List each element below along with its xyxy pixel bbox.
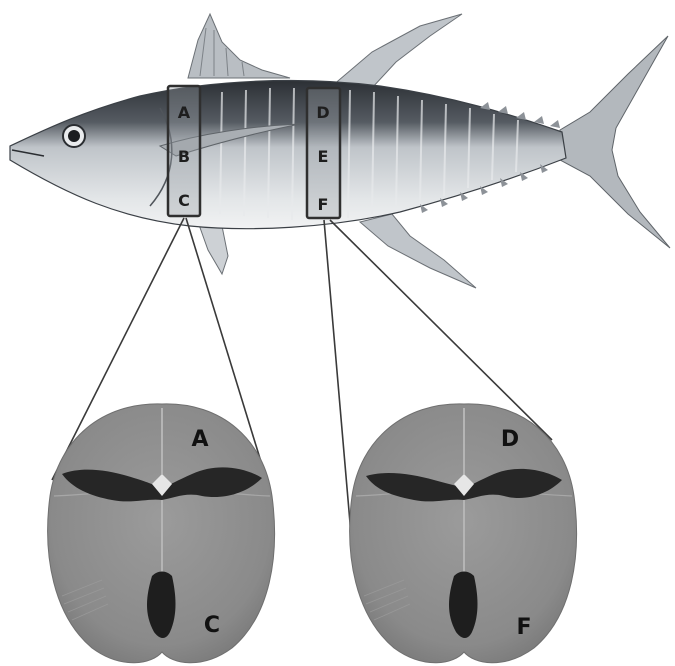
segment-label-f: F bbox=[318, 195, 329, 214]
segment-label-d: D bbox=[316, 103, 329, 122]
sampling-box-front: A B C bbox=[168, 86, 200, 216]
connector-line bbox=[324, 220, 352, 546]
slice-label-bottom: C bbox=[204, 613, 220, 638]
cross-section-rear: D F bbox=[350, 404, 577, 663]
segment-label-b: B bbox=[178, 147, 190, 166]
slice-label-bottom: F bbox=[516, 615, 531, 640]
slice-label-top: D bbox=[501, 427, 519, 452]
fish-body bbox=[10, 81, 566, 229]
pelvic-fin bbox=[198, 222, 228, 274]
segment-label-c: C bbox=[178, 191, 190, 210]
segment-label-a: A bbox=[178, 103, 191, 122]
segment-label-e: E bbox=[318, 147, 329, 166]
cross-section-front: A C bbox=[48, 404, 275, 663]
sampling-box-rear: D E F bbox=[307, 88, 340, 218]
slice-label-top: A bbox=[191, 427, 208, 452]
anal-fin bbox=[360, 214, 476, 288]
second-dorsal-fin bbox=[332, 14, 462, 88]
caudal-fin bbox=[560, 36, 670, 248]
